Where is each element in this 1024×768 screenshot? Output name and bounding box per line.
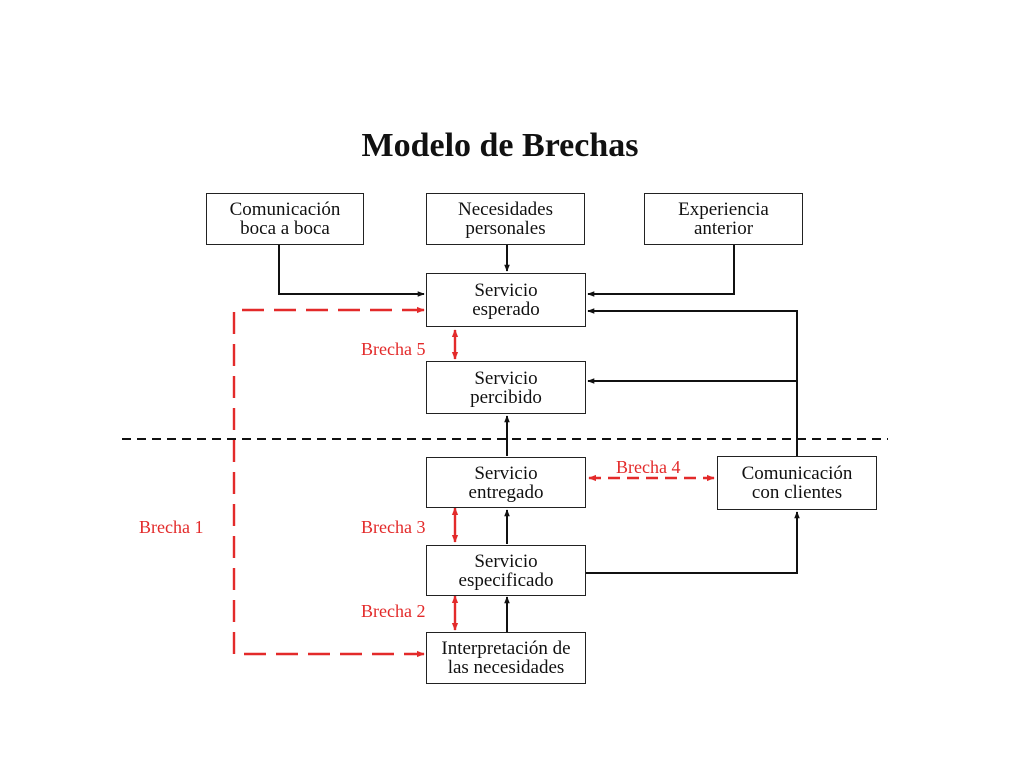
box-servicio-percibido: Servicio percibido [426,361,586,414]
box-line: con clientes [751,482,843,503]
box-line: Servicio [474,280,538,301]
box-necesidades-personales: Necesidades personales [426,193,585,245]
gap-label-brecha-4: Brecha 4 [616,457,681,477]
diagram-title: Modelo de Brechas [361,127,639,164]
box-line: Servicio [474,550,538,572]
gap-label-brecha-1: Brecha 1 [139,517,204,537]
gap1-connector [232,306,425,658]
arrow-boca-to-esperado [278,245,425,297]
arrow-especificado-to-comunicacion [586,511,800,574]
box-servicio-especificado: Servicio especificado [426,545,586,596]
gap-label-brecha-2: Brecha 2 [361,601,426,621]
box-experiencia-anterior: Experiencia anterior [644,193,803,245]
box-line: Interpretación de [441,638,571,659]
box-line: Necesidades [458,199,553,220]
box-line: Servicio [474,462,538,484]
gap-label-brecha-3: Brecha 3 [361,517,426,537]
box-line: especificado [458,569,554,591]
box-line: entregado [468,481,544,503]
box-line: Experiencia [678,199,769,220]
box-line: Comunicación [229,199,341,220]
box-line: personales [465,218,546,239]
box-line: boca a boca [240,218,330,239]
box-line: Comunicación [741,463,853,484]
box-comunicacion-con-clientes: Comunicación con clientes [717,456,877,510]
gap-label-brecha-5: Brecha 5 [361,339,426,359]
box-line: las necesidades [447,657,565,678]
arrow-comunicacion-to-esperado [587,308,798,456]
box-comunicacion-boca-a-boca: Comunicación boca a boca [206,193,364,245]
box-line: esperado [472,299,540,320]
box-servicio-entregado: Servicio entregado [426,457,586,508]
box-line: anterior [693,218,754,239]
box-servicio-esperado: Servicio esperado [426,273,586,327]
box-interpretacion-necesidades: Interpretación de las necesidades [426,632,586,684]
box-line: percibido [470,386,542,408]
arrow-experiencia-to-esperado [587,245,735,297]
box-line: Servicio [474,367,538,389]
